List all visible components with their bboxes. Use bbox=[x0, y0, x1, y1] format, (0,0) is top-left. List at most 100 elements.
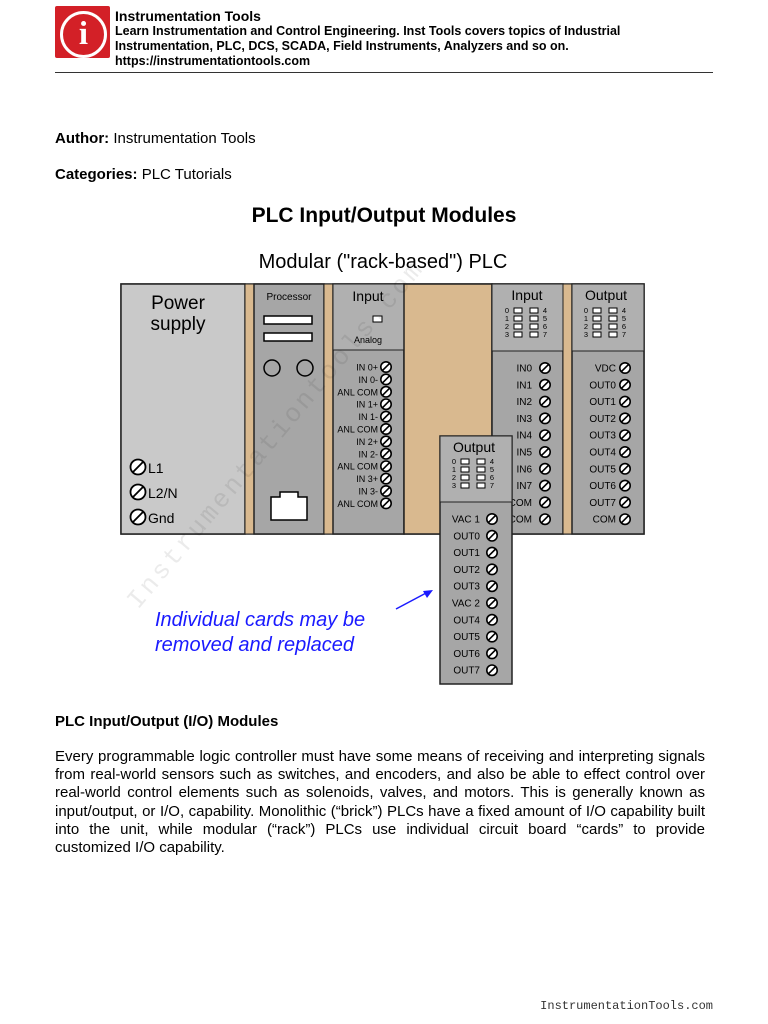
terminal-label: IN6 bbox=[516, 464, 532, 475]
led-indicator bbox=[476, 482, 486, 489]
terminal-screw-icon bbox=[538, 378, 552, 391]
header-text: Instrumentation Tools Learn Instrumentat… bbox=[115, 8, 715, 69]
led-indicator bbox=[460, 466, 470, 473]
terminal-label: VDC bbox=[595, 364, 616, 375]
led-indicator bbox=[460, 458, 470, 465]
terminal-screw-icon bbox=[379, 447, 393, 460]
led-label: 1 bbox=[452, 465, 456, 474]
led-indicator bbox=[513, 323, 523, 330]
terminal-screw-icon bbox=[485, 580, 499, 593]
terminal-screw-icon bbox=[618, 429, 632, 442]
terminal-label: COM bbox=[509, 515, 532, 526]
author-line: Author: Instrumentation Tools bbox=[55, 130, 256, 147]
terminal-screw-icon bbox=[618, 496, 632, 509]
terminal-screw-icon bbox=[379, 460, 393, 473]
terminal-label: OUT7 bbox=[453, 666, 480, 677]
led-label: 5 bbox=[490, 465, 494, 474]
terminal-label: IN 2- bbox=[358, 449, 378, 459]
site-url[interactable]: https://instrumentationtools.com bbox=[115, 54, 311, 68]
footer-site: InstrumentationTools.com bbox=[540, 999, 713, 1013]
svg-text:Processor: Processor bbox=[266, 292, 312, 303]
diagram-heading: Modular ("rack-based") PLC bbox=[259, 251, 508, 273]
terminal-screw-icon bbox=[618, 462, 632, 475]
category-name[interactable]: PLC Tutorials bbox=[141, 166, 232, 183]
led-label: 6 bbox=[622, 322, 626, 331]
terminal-screw-icon bbox=[485, 512, 499, 526]
led-indicator bbox=[592, 331, 602, 338]
led-label: 0 bbox=[584, 306, 588, 315]
led-label: 5 bbox=[622, 314, 626, 323]
led-label: 5 bbox=[543, 314, 547, 323]
led-indicator bbox=[592, 315, 602, 322]
terminal-label: OUT0 bbox=[453, 531, 480, 542]
led-indicator bbox=[608, 307, 618, 314]
info-logo-icon: i bbox=[55, 6, 110, 58]
terminal-label: IN 0- bbox=[358, 375, 378, 385]
led-indicator bbox=[529, 323, 539, 330]
header-divider bbox=[55, 72, 713, 73]
terminal-screw-icon bbox=[379, 398, 393, 411]
terminal-label: IN 1+ bbox=[356, 400, 378, 410]
terminal-screw-icon bbox=[618, 479, 632, 492]
terminal-screw-icon bbox=[538, 513, 552, 526]
author-name: Instrumentation Tools bbox=[113, 130, 256, 147]
terminal-label: VAC 2 bbox=[452, 599, 481, 610]
led-label: 2 bbox=[584, 322, 588, 331]
svg-text:Output: Output bbox=[585, 287, 627, 303]
led-indicator bbox=[476, 466, 486, 473]
terminal-label: IN7 bbox=[516, 481, 532, 492]
terminal-screw-icon bbox=[538, 412, 552, 425]
led-label: 3 bbox=[584, 330, 588, 339]
terminal-label: COM bbox=[593, 515, 616, 526]
led-label: 6 bbox=[543, 322, 547, 331]
terminal-label: IN 0+ bbox=[356, 363, 378, 373]
led-label: 0 bbox=[505, 306, 509, 315]
terminal-label: OUT5 bbox=[589, 464, 616, 475]
section-title: PLC Input/Output (I/O) Modules bbox=[55, 713, 279, 730]
terminal-screw-icon bbox=[129, 458, 147, 476]
terminal-label: OUT2 bbox=[589, 414, 616, 425]
led-indicator bbox=[513, 315, 523, 322]
svg-text:Output: Output bbox=[453, 439, 495, 455]
annotation-arrow-icon bbox=[395, 590, 433, 610]
terminal-label: OUT6 bbox=[589, 481, 616, 492]
led-indicator bbox=[529, 307, 539, 314]
terminal-label: ANL COM bbox=[337, 499, 378, 509]
site-tagline: Learn Instrumentation and Control Engine… bbox=[115, 24, 621, 53]
terminal-label: COM bbox=[509, 498, 532, 509]
svg-text:supply: supply bbox=[151, 314, 206, 335]
power-terminal-label: L2/N bbox=[148, 485, 178, 501]
terminal-screw-icon bbox=[538, 462, 552, 475]
terminal-label: OUT7 bbox=[589, 498, 616, 509]
terminal-screw-icon bbox=[538, 479, 552, 492]
led-indicator bbox=[592, 307, 602, 314]
terminal-label: IN2 bbox=[516, 397, 532, 408]
led-label: 3 bbox=[505, 330, 509, 339]
terminal-label: ANL COM bbox=[337, 462, 378, 472]
terminal-screw-icon bbox=[538, 496, 552, 509]
led-label: 2 bbox=[505, 322, 509, 331]
terminal-screw-icon bbox=[538, 429, 552, 442]
page-header: i Instrumentation Tools Learn Instrument… bbox=[55, 6, 713, 72]
led-indicator bbox=[513, 331, 523, 338]
terminal-label: OUT6 bbox=[453, 649, 480, 660]
led-label: 6 bbox=[490, 473, 494, 482]
terminal-label: ANL COM bbox=[337, 425, 378, 435]
terminal-screw-icon bbox=[379, 435, 393, 448]
terminal-screw-icon bbox=[485, 630, 499, 643]
terminal-label: IN 3- bbox=[358, 487, 378, 497]
site-name: Instrumentation Tools bbox=[115, 8, 261, 24]
terminal-screw-icon bbox=[485, 664, 499, 677]
led-indicator bbox=[460, 482, 470, 489]
terminal-label: OUT0 bbox=[589, 380, 616, 391]
led-label: 1 bbox=[505, 314, 509, 323]
terminal-label: OUT1 bbox=[589, 397, 616, 408]
terminal-screw-icon bbox=[618, 445, 632, 459]
terminal-label: OUT4 bbox=[453, 615, 480, 626]
annotation-line-1: Individual cards may be bbox=[155, 609, 365, 631]
body-paragraph: Every programmable logic controller must… bbox=[55, 748, 705, 857]
terminal-screw-icon bbox=[485, 613, 499, 626]
